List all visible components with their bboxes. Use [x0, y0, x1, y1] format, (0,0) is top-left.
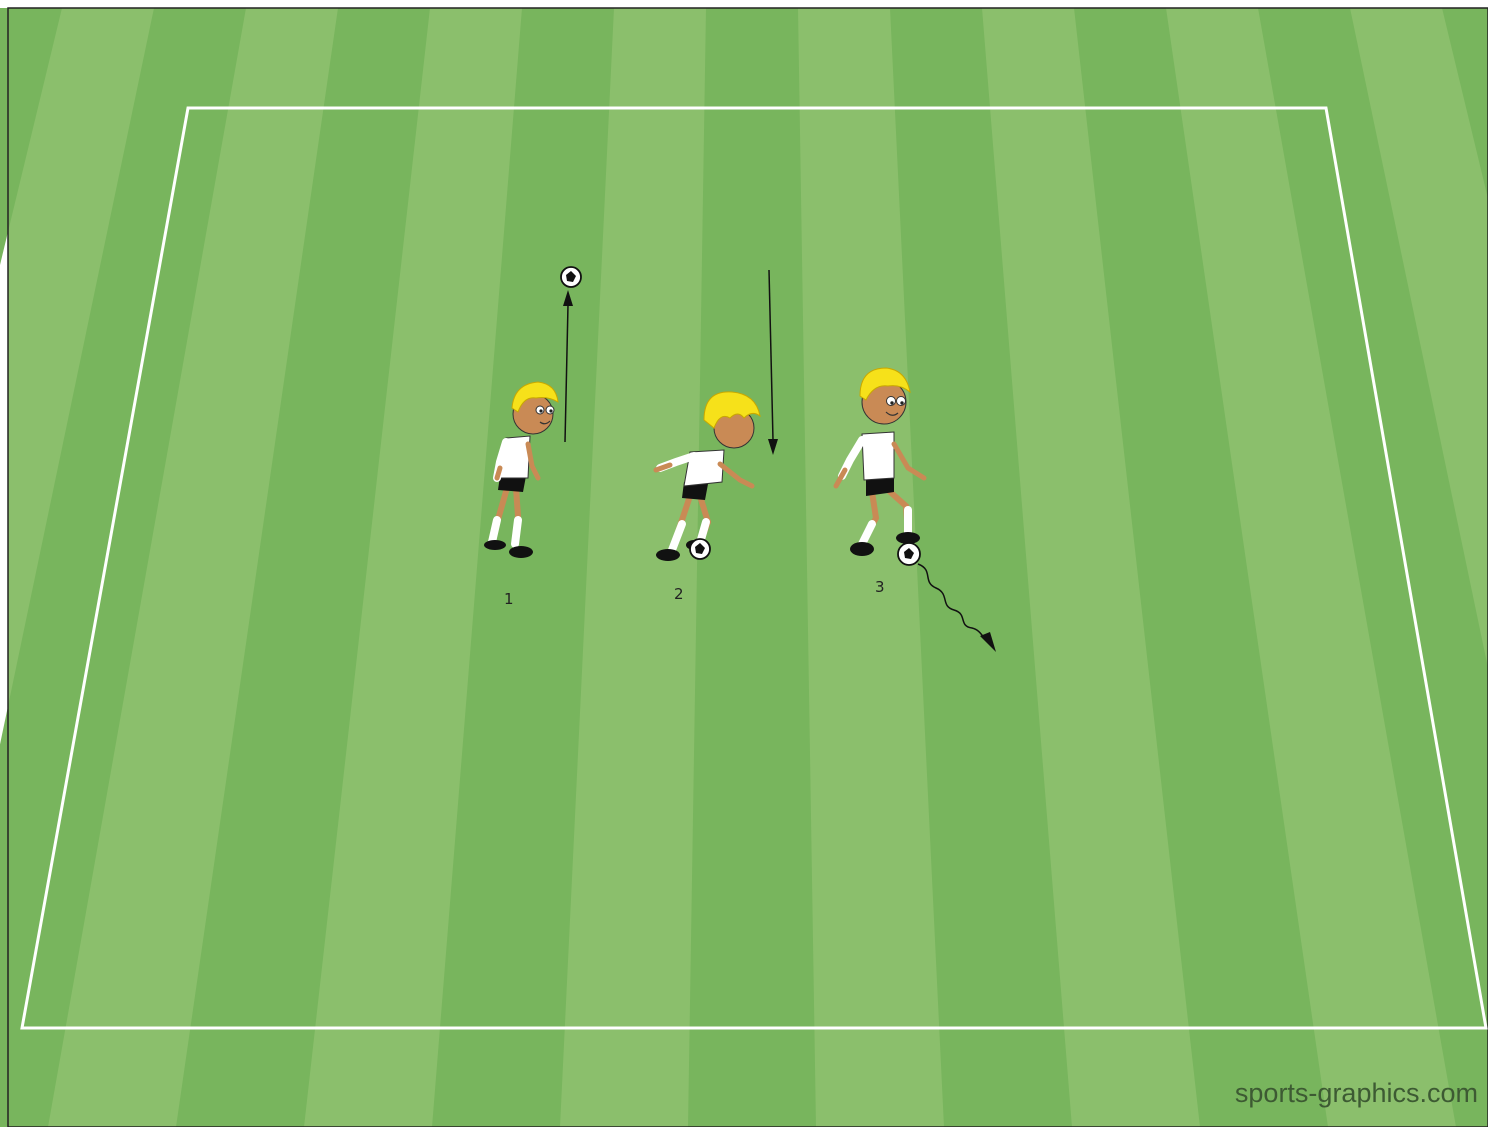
ball-thrown-up	[561, 267, 581, 287]
player-number-3: 3	[875, 578, 885, 596]
watermark: sports-graphics.com	[1235, 1078, 1478, 1108]
player-number-2: 2	[674, 585, 684, 603]
grass-stripe	[688, 8, 816, 1127]
shoe	[509, 546, 533, 558]
shoe	[656, 549, 680, 561]
ball	[898, 543, 920, 565]
shoe	[850, 542, 874, 556]
player-number-1: 1	[504, 590, 514, 608]
ball	[690, 539, 710, 559]
grass-field	[0, 8, 1488, 1127]
shoe	[484, 540, 506, 550]
